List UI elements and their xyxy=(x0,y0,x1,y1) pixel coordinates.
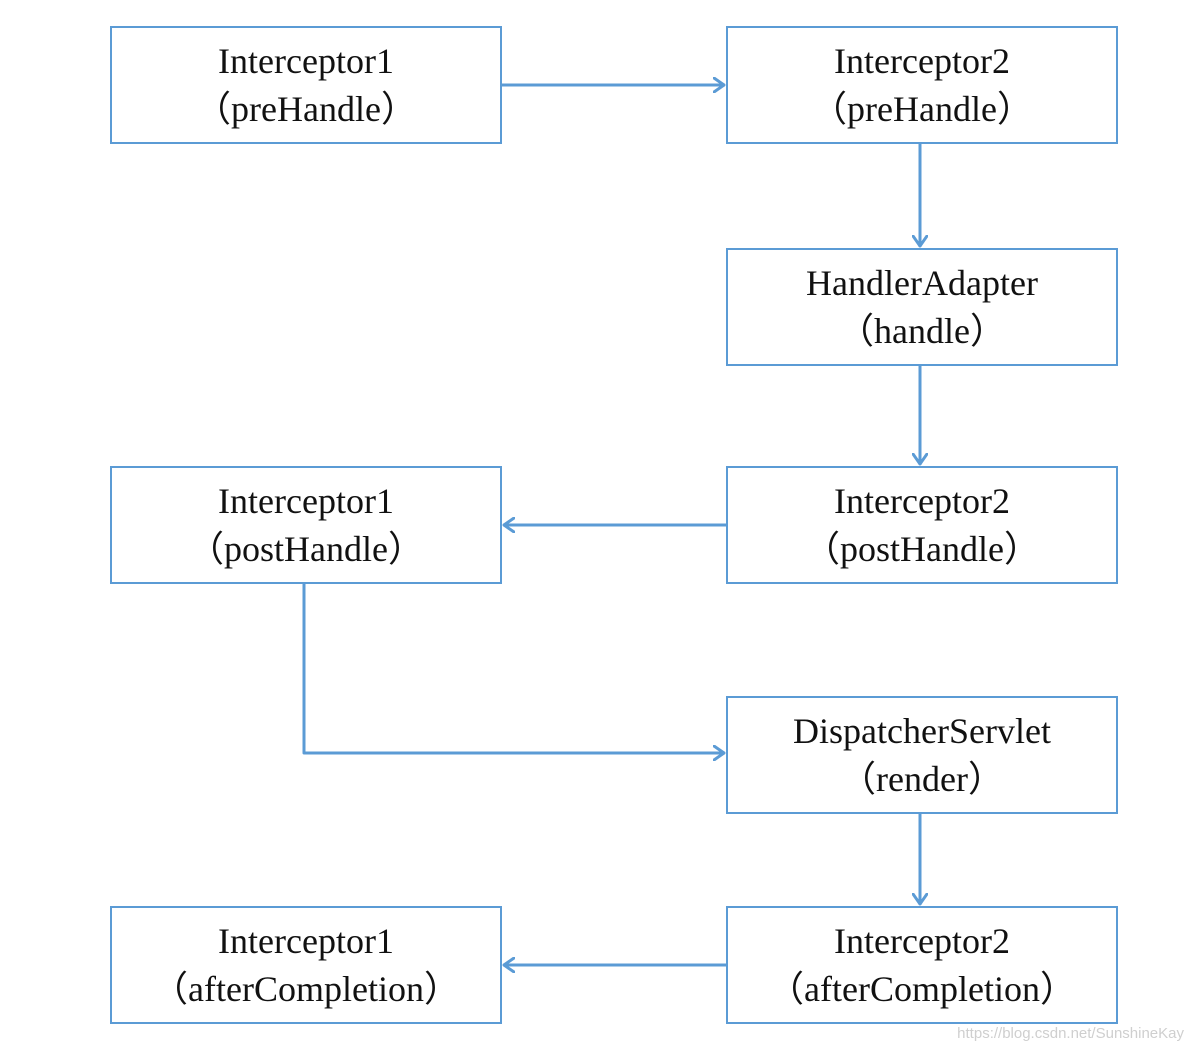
node-title: Interceptor1 xyxy=(218,921,394,961)
node-interceptor1-posthandle: Interceptor1 （postHandle） xyxy=(110,466,502,584)
node-interceptor1-prehandle: Interceptor1 （preHandle） xyxy=(110,26,502,144)
node-title: Interceptor2 xyxy=(834,921,1010,961)
node-method: （afterCompletion） xyxy=(152,969,460,1009)
node-interceptor2-prehandle: Interceptor2 （preHandle） xyxy=(726,26,1118,144)
node-title: Interceptor1 xyxy=(218,41,394,81)
node-method: （render） xyxy=(840,759,1004,799)
node-title: HandlerAdapter xyxy=(806,263,1038,303)
node-title: Interceptor1 xyxy=(218,481,394,521)
node-method: （preHandle） xyxy=(195,89,417,129)
node-method: （postHandle） xyxy=(188,529,424,569)
node-handleradapter-handle: HandlerAdapter （handle） xyxy=(726,248,1118,366)
node-title: Interceptor2 xyxy=(834,41,1010,81)
node-title: DispatcherServlet xyxy=(793,711,1051,751)
node-interceptor2-posthandle: Interceptor2 （postHandle） xyxy=(726,466,1118,584)
node-interceptor2-aftercompletion: Interceptor2 （afterCompletion） xyxy=(726,906,1118,1024)
node-method: （preHandle） xyxy=(811,89,1033,129)
node-method: （handle） xyxy=(838,311,1006,351)
node-method: （postHandle） xyxy=(804,529,1040,569)
edge-n5-n6 xyxy=(302,582,726,753)
watermark: https://blog.csdn.net/SunshineKay xyxy=(957,1025,1184,1042)
node-interceptor1-aftercompletion: Interceptor1 （afterCompletion） xyxy=(110,906,502,1024)
node-dispatcherservlet-render: DispatcherServlet （render） xyxy=(726,696,1118,814)
node-title: Interceptor2 xyxy=(834,481,1010,521)
node-method: （afterCompletion） xyxy=(768,969,1076,1009)
